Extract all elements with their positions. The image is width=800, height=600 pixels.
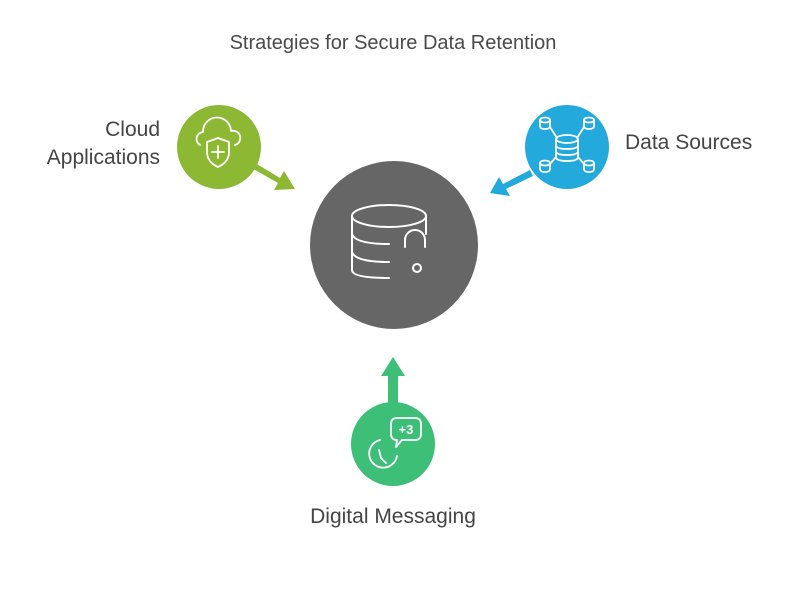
arrow-data-to-center <box>490 170 533 196</box>
data-node-circle <box>525 105 609 189</box>
messaging-node-circle <box>351 402 435 486</box>
arrow-messaging-to-center <box>381 357 405 415</box>
cloud-node-circle <box>177 105 261 189</box>
arrow-cloud-to-center <box>248 160 295 190</box>
database-lock-icon <box>351 204 427 279</box>
label-line-1: Cloud <box>105 118 160 141</box>
database-network-icon <box>539 116 595 173</box>
messaging-badge-text: +3 <box>399 422 414 437</box>
node-cloud-applications[interactable] <box>177 105 295 190</box>
node-data-sources[interactable] <box>490 105 609 196</box>
clock-message-icon <box>368 417 422 469</box>
diagram-title: Strategies for Secure Data Retention <box>229 32 557 54</box>
label-digital-messaging: Digital Messaging <box>310 505 476 528</box>
cloud-shield-plus-icon <box>195 116 242 168</box>
node-digital-messaging[interactable]: +3 <box>351 357 435 486</box>
label-line-2: Applications <box>46 146 160 169</box>
center-circle <box>310 161 478 329</box>
label-data-sources: Data Sources <box>625 131 753 154</box>
label-cloud-applications: Cloud Applications <box>47 116 160 172</box>
center-node <box>310 161 478 329</box>
